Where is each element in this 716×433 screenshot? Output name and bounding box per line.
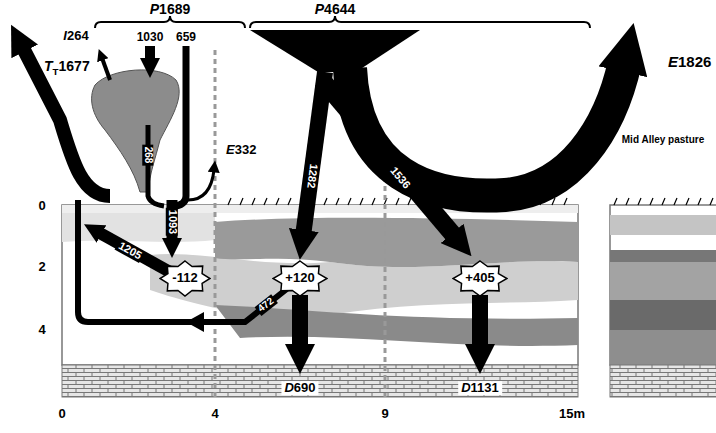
soil-profile [62,205,578,365]
soil-layer [610,300,716,330]
flux-label: D1131 [458,381,502,395]
grass [614,198,713,205]
flux-label: E332 [226,143,256,157]
bracket [95,16,245,28]
axis-label: 0 [38,199,45,213]
balance-value: +405 [465,271,494,285]
position-line [214,50,217,397]
balance-value: +120 [285,271,314,285]
soil-layer [610,330,716,365]
soil-layer [610,215,716,235]
axis-label: 4 [38,323,45,337]
flux-label: 1093 [166,208,178,236]
axis-label: 9 [381,407,388,421]
flux-label: D690 [281,381,318,395]
flow-arrow [78,200,288,322]
evaporation-arrow [188,170,214,200]
infiltration-arrow [303,72,325,236]
flux-label: P1689 [150,2,191,17]
balance-value: -112 [172,271,197,285]
rain-arrow [176,46,186,206]
flux-label: P4644 [315,2,356,17]
interception-arrow [102,58,110,80]
flux-label: I264 [63,29,88,43]
rain-funnel [250,30,420,72]
limestone-layer [610,365,716,397]
drainage-arrow [292,295,308,350]
rain-arrow [145,46,155,62]
soil-layer [610,262,716,300]
flux-label: 659 [176,31,196,44]
flux-label: E1826 [668,54,711,70]
soil-layer [215,305,578,346]
pasture-profile [610,205,716,365]
limestone-layer [62,365,578,397]
infiltration-arrow [322,80,456,238]
balance-star: +405 [452,260,508,297]
evaporation-arrow [350,62,625,196]
position-line [384,150,387,397]
flux-label: TT1677 [44,59,90,77]
balance-star: -112 [159,260,211,297]
axis-label: 4 [211,407,218,421]
drainage-arrow [472,295,488,350]
axis-label: 0 [58,407,65,421]
infiltration-arrow [167,200,178,242]
transpiration-arrow [22,46,110,196]
axis-label: 2 [38,260,45,274]
balance-star: +120 [272,260,328,297]
panel-title: Mid Alley pasture [622,135,704,146]
stemflow-arrow [148,125,164,206]
arrowhead [186,312,204,332]
flux-label: 1282 [305,161,320,191]
soil-layer [215,218,578,267]
soil-layer [610,250,716,262]
flow-arrow [98,232,170,272]
soil-layer [62,213,215,242]
tree-canopy [92,70,180,192]
star-shape [160,261,210,296]
star-shape [453,261,507,296]
flux-label: 1030 [137,31,164,44]
axis-label: 15m [559,407,585,421]
bracket [250,16,590,28]
flux-label: 268 [143,145,154,166]
star-shape [273,261,327,296]
